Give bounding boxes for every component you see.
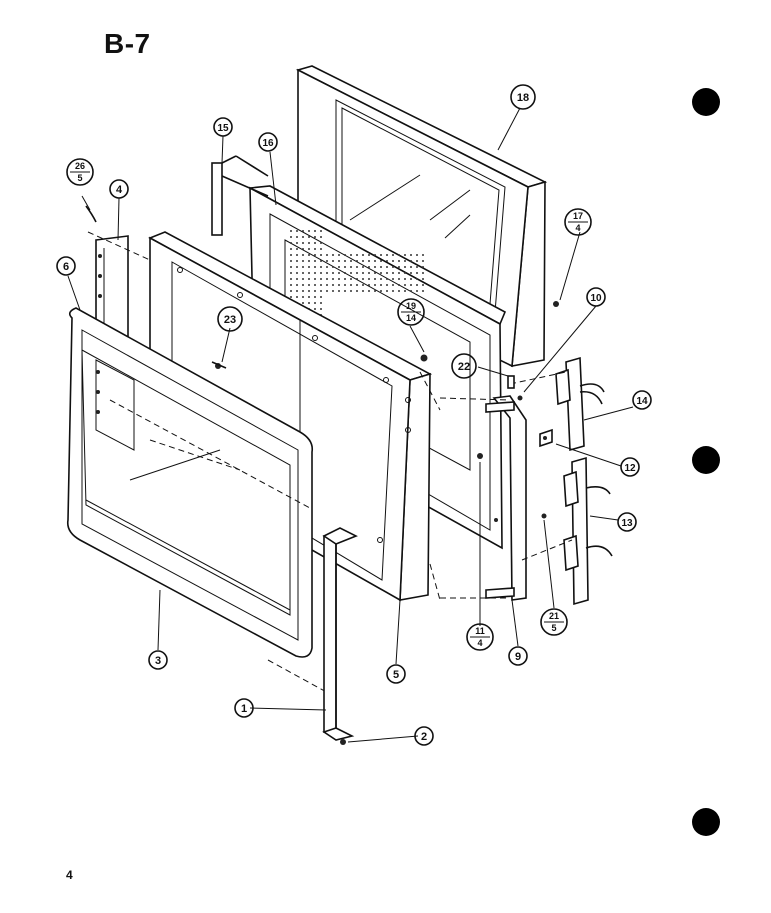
part-13-switch	[521, 456, 613, 606]
part-18-window-panel	[295, 65, 548, 368]
svg-text:14: 14	[406, 313, 416, 323]
callout-17-over-4: 17 4	[564, 208, 592, 236]
callout-23: 23	[217, 306, 243, 332]
svg-text:18: 18	[517, 92, 529, 104]
svg-text:10: 10	[590, 293, 602, 304]
svg-text:17: 17	[573, 211, 583, 221]
page-title: B-7	[104, 28, 151, 59]
page-number: 4	[66, 868, 73, 882]
binder-hole-marker	[692, 808, 720, 836]
svg-text:4: 4	[116, 184, 123, 196]
callout-6: 6	[56, 256, 76, 276]
part-3-outer-panel	[66, 307, 331, 695]
callout-18: 18	[510, 84, 536, 110]
callout-26-over-5: 26 5	[66, 158, 94, 186]
callout-11-over-4: 11 4	[466, 623, 494, 651]
callout-10: 10	[586, 287, 606, 307]
part-14-switch	[509, 356, 605, 452]
callout-2: 2	[414, 726, 434, 746]
part-12-clip	[539, 428, 553, 448]
callout-15: 15	[213, 117, 233, 137]
svg-text:5: 5	[551, 623, 556, 633]
svg-text:23: 23	[224, 314, 236, 326]
binder-hole-marker	[692, 446, 720, 474]
part-15-latch	[211, 155, 269, 236]
svg-text:2: 2	[421, 731, 427, 743]
svg-text:9: 9	[515, 651, 521, 663]
callout-1: 1	[234, 698, 254, 718]
callout-13: 13	[617, 512, 637, 532]
svg-text:22: 22	[458, 361, 470, 373]
part-9-latch-plate	[419, 371, 527, 601]
svg-text:1: 1	[241, 703, 247, 715]
svg-text:4: 4	[575, 223, 580, 233]
fasteners	[85, 205, 559, 519]
callout-3: 3	[148, 650, 168, 670]
callout-21-over-5: 21 5	[540, 608, 568, 636]
callout-5: 5	[386, 664, 406, 684]
callout-22: 22	[451, 353, 477, 379]
svg-text:19: 19	[406, 301, 416, 311]
callout-4: 4	[109, 179, 129, 199]
svg-text:21: 21	[549, 611, 559, 621]
part-1-handle	[322, 527, 358, 745]
svg-text:16: 16	[262, 138, 274, 149]
part-5-door-frame	[148, 231, 433, 602]
callout-12: 12	[620, 457, 640, 477]
svg-text:3: 3	[155, 655, 161, 667]
svg-text:13: 13	[621, 518, 633, 529]
callout-19-over-14: 19 14	[397, 298, 425, 326]
svg-text:14: 14	[636, 396, 648, 407]
binder-hole-marker	[692, 88, 720, 116]
svg-text:5: 5	[393, 669, 399, 681]
callout-16: 16	[258, 132, 278, 152]
callout-9: 9	[508, 646, 528, 666]
svg-text:6: 6	[63, 261, 69, 273]
svg-text:15: 15	[217, 123, 229, 134]
svg-text:12: 12	[624, 463, 636, 474]
callout-14: 14	[632, 390, 652, 410]
svg-text:11: 11	[475, 626, 485, 636]
svg-text:5: 5	[77, 173, 82, 183]
svg-text:4: 4	[477, 638, 482, 648]
svg-text:26: 26	[75, 161, 85, 171]
leader-lines	[67, 107, 634, 743]
